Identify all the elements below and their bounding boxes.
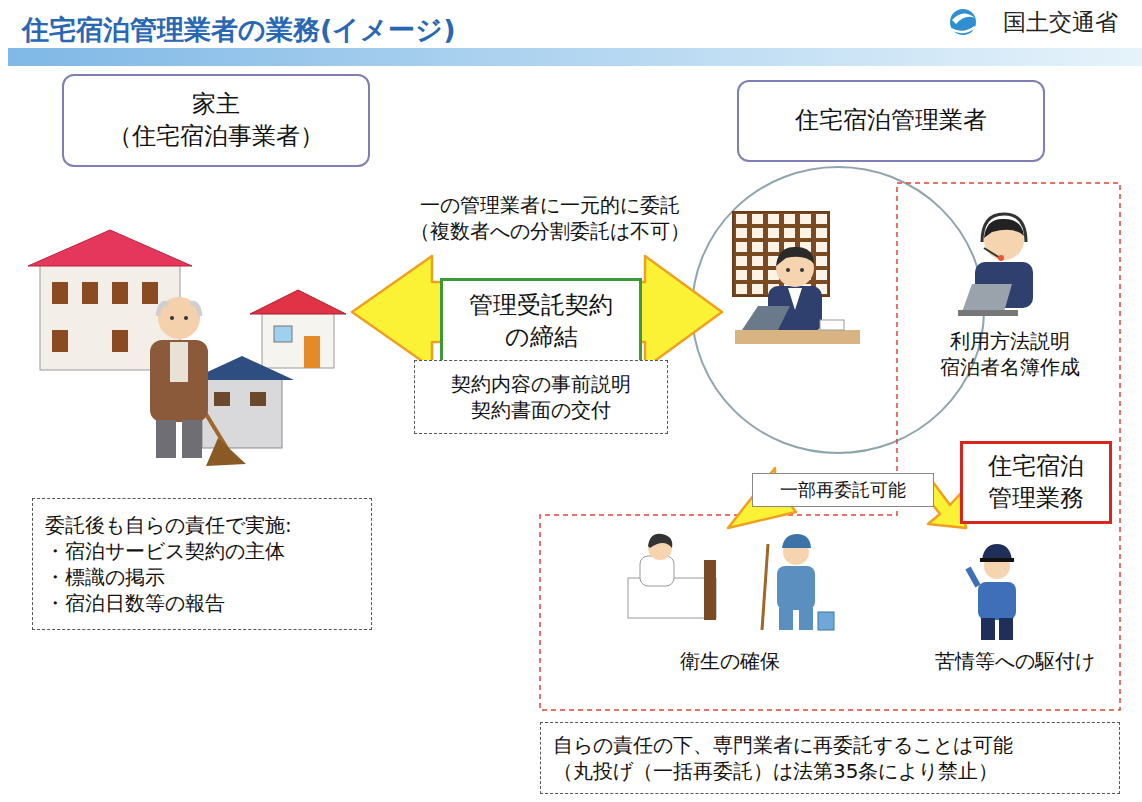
owner-box: 家主 （住宅宿泊事業者）: [62, 74, 370, 167]
box-text: 契約内容の事前説明 契約書面の交付: [431, 371, 651, 423]
management-region: [540, 183, 1120, 710]
operator-figure: [958, 214, 1033, 316]
box-text: ・宿泊サービス契約の主体: [45, 538, 285, 564]
owner-figure: [150, 297, 246, 466]
ministry-name: 国土交通省: [1003, 8, 1118, 38]
title-band: [8, 48, 1142, 66]
manager-ellipse: [692, 167, 984, 453]
box-text: 委託後も自らの責任で実施:: [45, 512, 292, 538]
ministry-logo: [950, 9, 976, 35]
note-box: 契約内容の事前説明 契約書面の交付: [414, 360, 668, 434]
box-text: 家主 （住宅宿泊事業者）: [96, 89, 336, 151]
contract-box: 管理受託契約 の締結: [440, 278, 642, 365]
task-label: 衛生の確保: [680, 648, 780, 674]
box-text: 管理受託契約 の締結: [456, 290, 626, 352]
page-title: 住宅宿泊管理業者の業務(イメージ): [22, 12, 456, 47]
box-text: ・宿泊日数等の報告: [45, 590, 225, 616]
contract-note: 一の管理業者に一元的に委託 （複数者への分割委託は不可）: [380, 192, 720, 244]
note-box: 委託後も自らの責任で実施:・宿泊サービス契約の主体・標識の掲示・宿泊日数等の報告: [32, 498, 372, 630]
task-label: 苦情等への駆付け: [935, 648, 1095, 674]
subcontract-arrows: [728, 468, 966, 528]
guard-figure: [968, 544, 1016, 640]
cleaning-figures: [628, 534, 834, 630]
note-box: 自らの責任の下、専門業者に再委託することは可能 （丸投げ（一括再委託）は法第35…: [540, 722, 1120, 794]
box-text: 一部再委託可能: [780, 478, 906, 501]
box-text: 住宅宿泊 管理業務: [976, 451, 1096, 513]
box-text: 自らの責任の下、専門業者に再委託することは可能 （丸投げ（一括再委託）は法第35…: [553, 732, 1098, 784]
manager-figure: [733, 212, 860, 344]
manager-box: 住宅宿泊管理業者: [737, 80, 1045, 162]
business-box: 住宅宿泊 管理業務: [960, 441, 1112, 524]
houses: [28, 230, 346, 448]
box-text: 住宅宿泊管理業者: [795, 105, 987, 136]
box-text: ・標識の掲示: [45, 564, 165, 590]
task-label: 利用方法説明 宿泊者名簿作成: [915, 328, 1105, 380]
contract-arrow: [352, 256, 722, 368]
subcontract-tag: 一部再委託可能: [752, 473, 934, 507]
